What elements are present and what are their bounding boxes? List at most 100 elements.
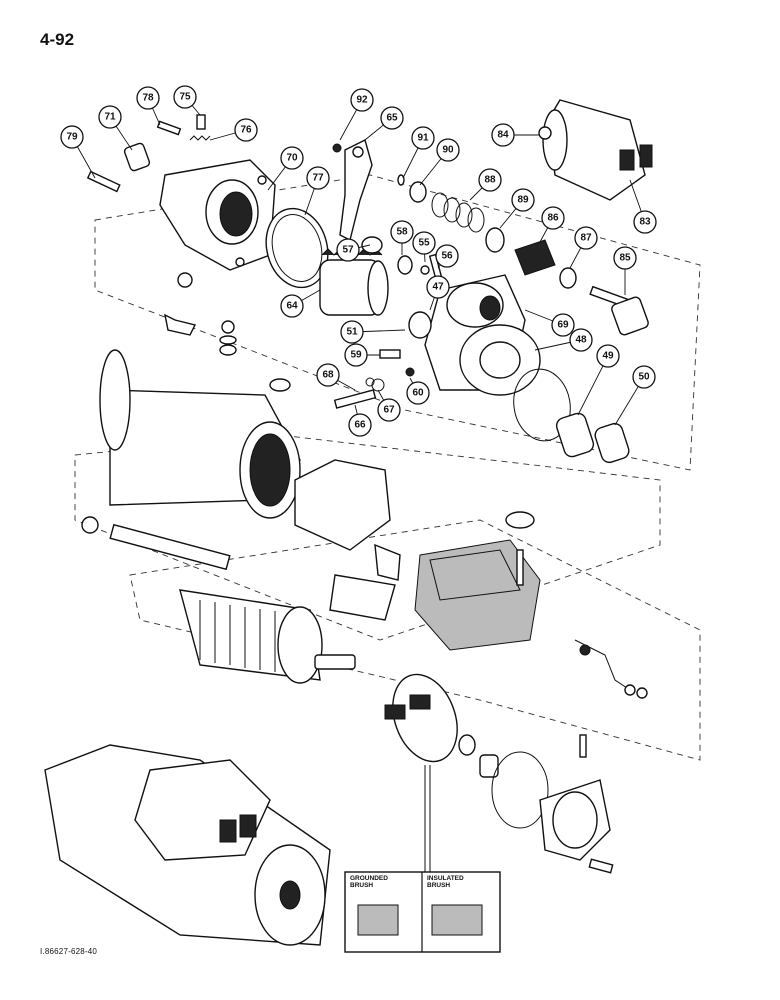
callout-90: 90: [419, 138, 460, 186]
callout-bubble: [551, 313, 575, 337]
callout-bubble: [412, 231, 436, 255]
field-coil: [414, 511, 541, 651]
washer: [485, 227, 505, 253]
drawing-id: I.86627-628-40: [40, 947, 98, 956]
callout-bubble: [511, 188, 535, 212]
callout-bubble: [280, 146, 304, 170]
callout-58: 58: [390, 220, 414, 255]
drive-housing: [159, 159, 276, 271]
bushing: [555, 412, 595, 458]
callout-92: 92: [339, 88, 374, 141]
callout-bubble: [344, 343, 368, 367]
callout-number: 64: [286, 301, 298, 312]
callout-86: 86: [539, 206, 565, 243]
brush-inset: [344, 765, 501, 953]
callout-number: 59: [350, 350, 362, 361]
callout-number: 47: [432, 282, 444, 293]
callout-number: 49: [602, 351, 614, 362]
bolt: [86, 170, 121, 193]
callout-bubble: [406, 381, 430, 405]
callout-bubble: [426, 275, 450, 299]
page-number: 4-92: [40, 30, 75, 49]
callout-bubble: [60, 125, 84, 149]
grounded-brush-label: GROUNDED BRUSH: [350, 875, 388, 889]
callout-69: 69: [524, 309, 575, 337]
snap-ring: [397, 174, 405, 186]
commutator-end-frame: [539, 734, 611, 861]
callout-bubble: [436, 138, 460, 162]
callout-59: 59: [344, 343, 380, 367]
callout-bubble: [136, 86, 160, 110]
callout-number: 57: [342, 245, 354, 256]
field-frame: [99, 349, 301, 519]
pole-shoe: [294, 459, 391, 551]
callout-bubble: [541, 206, 565, 230]
callout-bubble: [569, 328, 593, 352]
callout-number: 51: [346, 327, 358, 338]
callout-68: 68: [316, 363, 356, 391]
callout-number: 83: [639, 217, 651, 228]
callout-47: 47: [426, 275, 450, 311]
callout-85: 85: [613, 246, 637, 295]
spacer: [329, 574, 396, 621]
bushing: [123, 142, 151, 172]
callout-55: 55: [412, 231, 436, 263]
callout-76: 76: [209, 118, 258, 142]
callout-number: 67: [383, 405, 395, 416]
callout-number: 92: [356, 95, 368, 106]
callout-bubble: [348, 413, 372, 437]
spring-wire: [189, 135, 211, 141]
callout-67: 67: [377, 389, 401, 422]
callout-number: 87: [580, 233, 592, 244]
bushing: [594, 422, 630, 464]
callout-bubble: [574, 226, 598, 250]
callout-bubble: [98, 105, 122, 129]
callout-number: 88: [484, 175, 496, 186]
callout-number: 60: [412, 388, 424, 399]
callout-number: 58: [396, 227, 408, 238]
callout-66: 66: [348, 404, 372, 437]
callout-bubble: [411, 126, 435, 150]
gasket-ring: [265, 207, 329, 289]
callout-bubble: [633, 210, 657, 234]
callout-89: 89: [499, 188, 535, 229]
callout-number: 66: [354, 420, 366, 431]
callout-60: 60: [406, 377, 430, 405]
callout-bubble: [340, 320, 364, 344]
o-ring: [397, 255, 413, 275]
callout-bubble: [234, 118, 258, 142]
callout-number: 75: [179, 92, 191, 103]
shift-lever: [332, 138, 373, 242]
callout-bubble: [173, 85, 197, 109]
insulated-brush-label: INSULATED BRUSH: [427, 875, 464, 889]
callout-number: 86: [547, 213, 559, 224]
callout-number: 79: [66, 132, 78, 143]
nose-housing: [424, 274, 541, 396]
callout-number: 70: [286, 153, 298, 164]
callout-bubble: [280, 294, 304, 318]
callout-bubble: [377, 398, 401, 422]
callout-number: 78: [142, 93, 154, 104]
callout-number: 56: [441, 251, 453, 262]
callout-65: 65: [364, 106, 404, 141]
callout-bubble: [380, 106, 404, 130]
callout-48: 48: [534, 328, 593, 352]
callout-78: 78: [136, 86, 161, 126]
callout-number: 68: [322, 370, 334, 381]
callout-number: 91: [417, 133, 429, 144]
callout-bubble: [306, 166, 330, 190]
callout-bubble: [596, 344, 620, 368]
callout-87: 87: [569, 226, 598, 269]
lower-group-outline: [129, 519, 701, 761]
callout-bubble: [336, 238, 360, 262]
callout-number: 50: [638, 372, 650, 383]
upper-group-outline: [94, 174, 701, 471]
callout-64: 64: [280, 289, 321, 318]
callout-number: 69: [557, 320, 569, 331]
callout-number: 89: [517, 195, 529, 206]
callout-56: 56: [435, 244, 459, 269]
callout-number: 71: [104, 112, 116, 123]
callout-bubble: [435, 244, 459, 268]
plunger-spring: [431, 192, 485, 233]
callout-number: 84: [497, 130, 509, 141]
